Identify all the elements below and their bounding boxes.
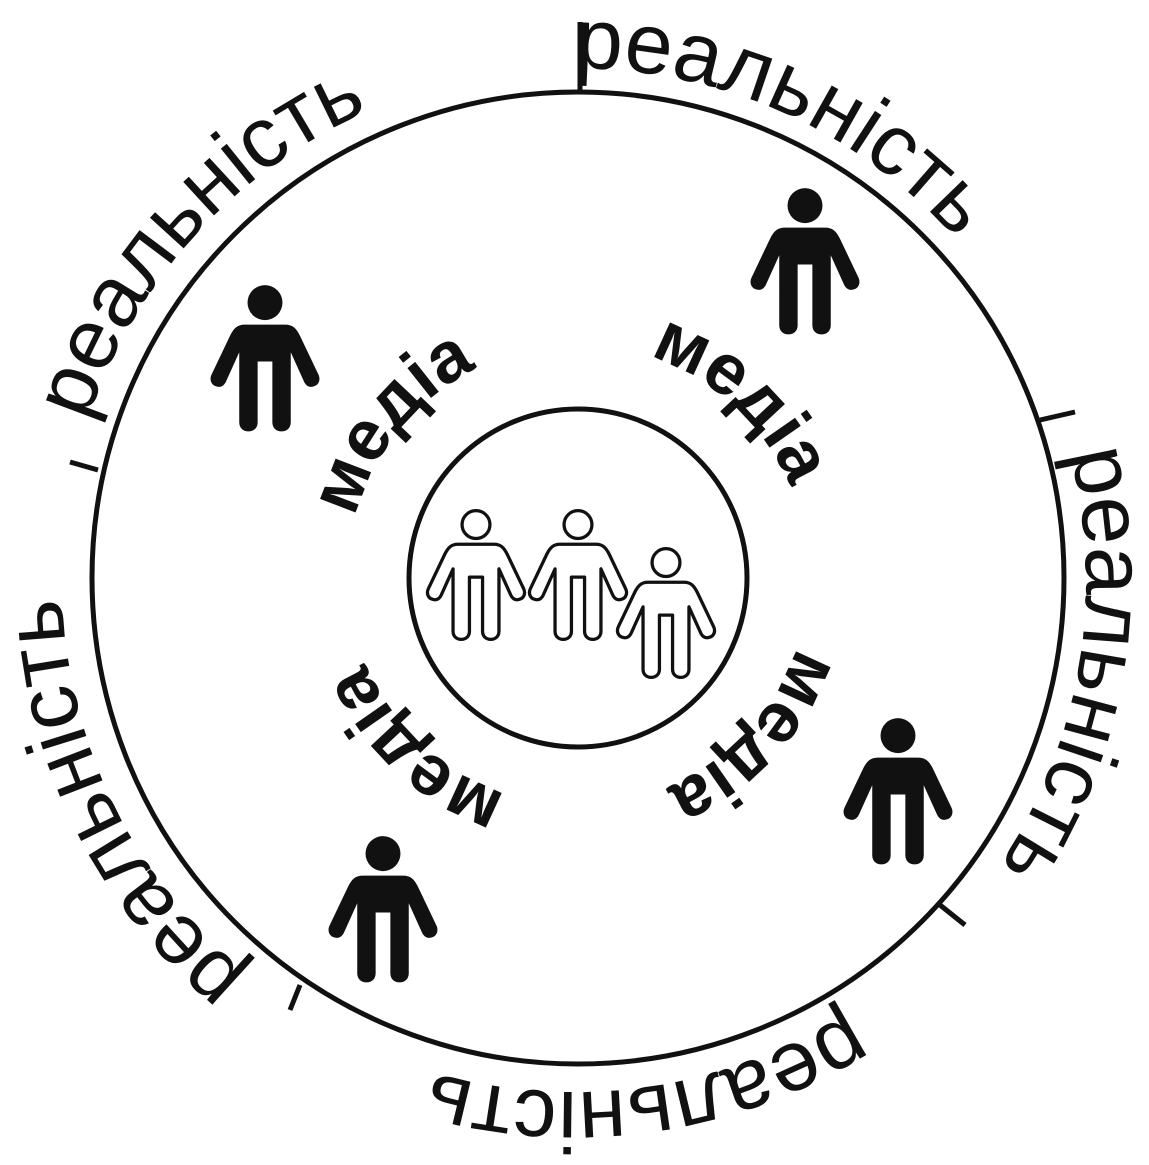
outer-tick-4 [287, 984, 303, 1011]
outer-label-5: реальність [14, 41, 377, 428]
person-icon [210, 285, 320, 432]
outer-tick-3 [938, 903, 967, 927]
outer-label-text-2: реальність [983, 437, 1149, 907]
outer-label-4: реальність [0, 597, 260, 1032]
inner-label-text-4: медіа [294, 312, 486, 523]
person-outline-icon [527, 509, 629, 642]
person-outline-icon [425, 509, 527, 642]
inner-label-3: медіа [307, 655, 513, 853]
inner-label-4: медіа [294, 312, 486, 523]
outer-label-text-5: реальність [14, 41, 377, 428]
person-icon [328, 836, 438, 983]
outer-label-text-4: реальність [0, 597, 260, 1032]
outer-label-text-3: реальність [415, 996, 887, 1165]
person-icon [843, 718, 953, 865]
person-outline-icon [615, 547, 717, 680]
outer-label-2: реальність [983, 437, 1149, 907]
outer-label-3: реальність [415, 996, 887, 1165]
inner-label-text-3: медіа [307, 655, 513, 853]
inner-circle [406, 406, 750, 750]
person-icon [750, 188, 860, 335]
outer-tick-5 [69, 459, 99, 473]
outer-tick-2 [1039, 409, 1076, 423]
